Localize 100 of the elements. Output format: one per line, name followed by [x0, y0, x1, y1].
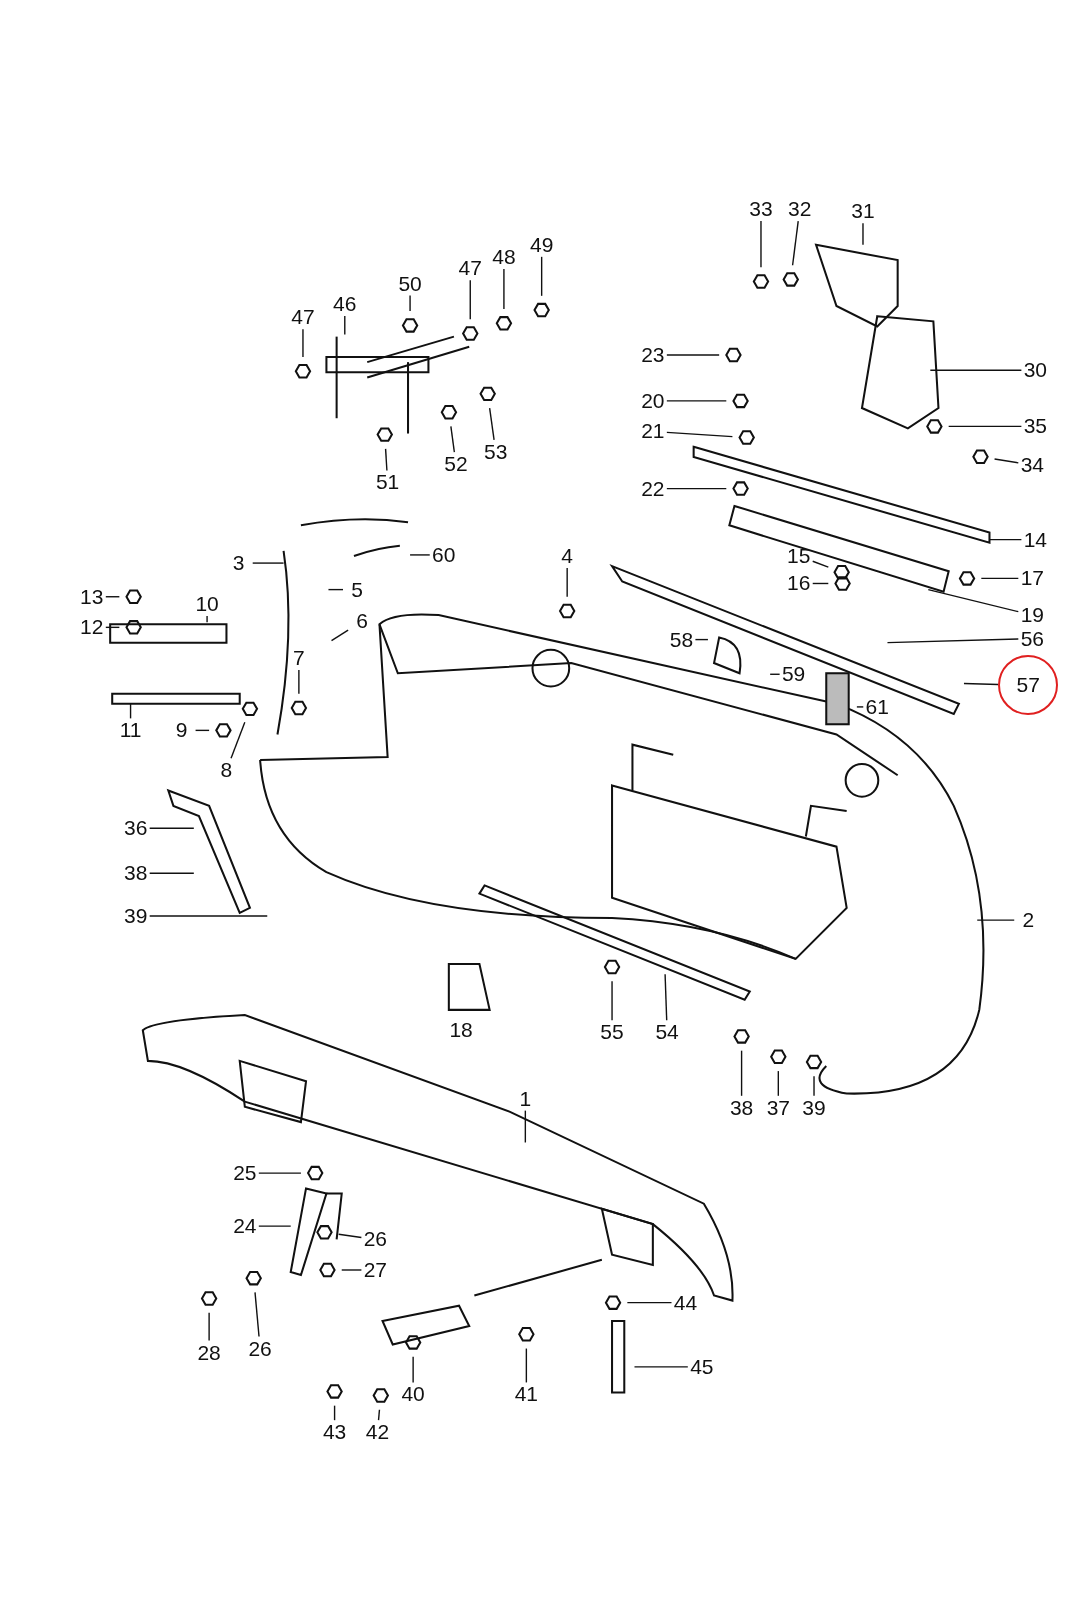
leader-line: [258, 1225, 292, 1227]
callout-number: 31: [846, 199, 880, 224]
leader-line: [927, 588, 1020, 613]
leader-line: [409, 554, 431, 556]
leader-line: [856, 706, 864, 708]
leader-line: [566, 567, 568, 598]
leader-line: [777, 1070, 780, 1097]
callout-number: 33: [743, 197, 778, 222]
leader-line: [129, 703, 132, 720]
callout-number: 28: [192, 1340, 227, 1365]
leader-line: [488, 407, 495, 441]
leader-line: [524, 1109, 527, 1144]
callout-number: 46: [327, 291, 362, 316]
callout-number: 44: [668, 1290, 703, 1315]
callout-number: 54: [650, 1020, 685, 1045]
leader-line: [327, 588, 344, 591]
callout-number: 27: [358, 1258, 393, 1282]
leader-line: [664, 973, 668, 1022]
leader-line: [412, 1356, 414, 1384]
callout-number: 55: [595, 1020, 630, 1045]
leader-line: [469, 279, 471, 320]
leader-line: [886, 638, 1020, 644]
callout-number: 53: [478, 439, 513, 464]
callout-number: 47: [285, 305, 320, 330]
callout-number: 13: [74, 584, 109, 609]
leader-line: [611, 980, 613, 1022]
callout-number: 17: [1015, 566, 1050, 591]
leader-line: [947, 425, 1023, 428]
leader-line: [812, 582, 829, 585]
callout-number: 11: [113, 718, 148, 743]
callout-number: 39: [118, 904, 153, 928]
callout-number: 42: [360, 1420, 395, 1445]
callout-number: 45: [684, 1354, 719, 1379]
callout-number: 36: [118, 816, 153, 841]
callout-number: 50: [393, 271, 428, 296]
callout-number: 38: [118, 861, 153, 886]
leader-line: [105, 626, 121, 629]
callout-number: 3: [221, 551, 256, 576]
callout-number: 22: [635, 476, 670, 501]
leader-line: [993, 458, 1020, 464]
leader-line: [525, 1347, 528, 1384]
callout-number: 35: [1018, 414, 1053, 439]
callout-number: 12: [74, 615, 109, 640]
leader-line: [760, 220, 762, 268]
leader-line: [980, 577, 1020, 580]
callout-number: 15: [781, 543, 816, 568]
leader-line: [503, 268, 505, 310]
callout-number: 60: [426, 542, 461, 567]
leader-line: [148, 827, 195, 829]
callout-number: 26: [243, 1336, 278, 1361]
leader-line: [540, 256, 543, 297]
callout-number: 47: [453, 256, 488, 281]
callout-number: 43: [317, 1420, 352, 1445]
leader-line: [666, 487, 727, 490]
callout-number: 4: [550, 543, 585, 568]
callout-number: 8: [209, 758, 244, 783]
leader-line: [791, 220, 799, 266]
callout-number: 58: [664, 627, 699, 652]
callout-number: 7: [281, 645, 316, 670]
leader-line: [302, 328, 304, 358]
callout-number: 49: [524, 232, 559, 257]
callout-number: 6: [345, 609, 380, 634]
leader-line: [208, 1312, 210, 1342]
callout-number: 18: [448, 1018, 474, 1043]
callout-number: 59: [776, 662, 811, 687]
callout-number: 2: [1011, 908, 1046, 933]
leader-line: [194, 729, 210, 732]
leader-line: [148, 915, 268, 917]
leader-line: [976, 919, 1015, 921]
callout-number: 26: [358, 1227, 393, 1252]
callout-number: 37: [761, 1095, 796, 1120]
leader-line: [344, 315, 346, 336]
callout-number: 38: [724, 1095, 759, 1120]
leader-line: [384, 448, 388, 472]
leader-line: [330, 629, 349, 642]
leader-line: [633, 1366, 689, 1368]
leader-line: [666, 354, 720, 356]
callout-number: 24: [227, 1214, 262, 1239]
callout-number: 20: [635, 388, 670, 413]
leader-line: [377, 1409, 381, 1421]
leader-line: [148, 872, 195, 874]
leader-line: [258, 1172, 302, 1174]
callout-number: 5: [340, 577, 374, 602]
leader-line: [666, 431, 734, 438]
leader-line: [626, 1301, 673, 1304]
leader-line: [929, 369, 1023, 371]
callout-number: 19: [1015, 603, 1050, 628]
leader-line: [813, 1075, 815, 1097]
leader-line: [252, 562, 285, 564]
callout-number: 16: [781, 571, 816, 596]
callout-number: 51: [370, 470, 405, 495]
leader-line: [298, 669, 300, 695]
callout-number: 57: [998, 655, 1059, 716]
callout-number: 10: [190, 591, 225, 616]
leader-line: [254, 1291, 260, 1338]
callout-number: 21: [635, 419, 670, 444]
leader-line: [812, 560, 829, 568]
leader-line: [769, 673, 781, 675]
callout-number: 34: [1015, 453, 1050, 478]
callout-number: 23: [635, 343, 670, 367]
